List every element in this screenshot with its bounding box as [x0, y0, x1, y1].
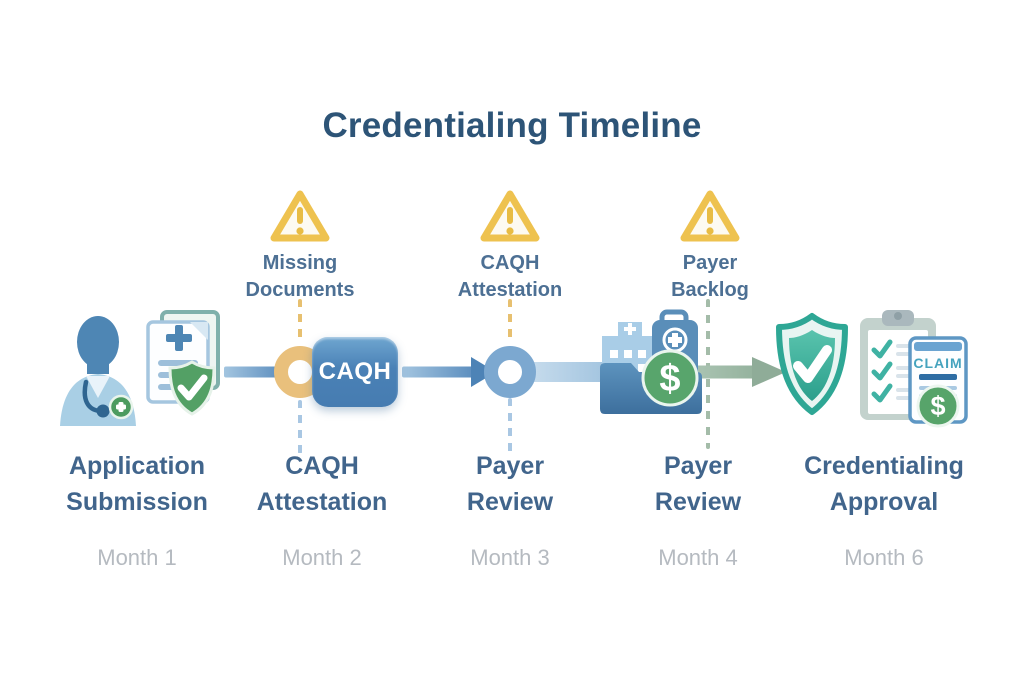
gold-dashed-connector: [298, 299, 302, 343]
stage-label: Credentialing Approval: [804, 452, 964, 516]
gold-dashed-connector: [508, 299, 512, 343]
month-label: Month 3: [470, 545, 550, 570]
stage-credentialing-approval: Credentialing Approval Month 6: [774, 448, 994, 571]
month-label: Month 4: [658, 545, 738, 570]
claim-label: CLAIM: [913, 355, 962, 371]
approval-shield-checklist-claim-icon: CLAIM $: [776, 310, 968, 428]
month-label: Month 6: [844, 545, 924, 570]
provider-application-documents-icon: [60, 310, 220, 426]
timeline-arrow: [402, 357, 496, 387]
stage-application-submission: Application Submission Month 1: [27, 448, 247, 571]
caqh-box-label: CAQH: [318, 358, 392, 385]
stage-label: CAQH Attestation: [256, 452, 388, 516]
caqh-box: CAQH: [312, 337, 398, 407]
payer-folder-hospital-dollar-icon: $: [600, 309, 702, 414]
timeline-bar: [522, 362, 614, 382]
stage-label: Payer Review: [654, 452, 742, 516]
warning-label: Missing Documents: [245, 252, 355, 301]
warning-triangle-icon: [680, 190, 740, 242]
month-label: Month 1: [97, 545, 177, 570]
dollar-sign: $: [930, 391, 945, 421]
stage-label: Application Submission: [66, 452, 208, 516]
warning-caqh-attestation: CAQH Attestation: [425, 188, 595, 304]
month-label: Month 2: [282, 545, 362, 570]
payer-review-milestone-ring: [484, 346, 536, 398]
warning-triangle-icon: [480, 190, 540, 242]
warning-label: Payer Backlog: [671, 252, 749, 301]
stage-payer-review-2: Payer Review Month 4: [588, 448, 808, 571]
page-title: Credentialing Timeline: [322, 106, 702, 145]
blue-dashed-connector: [298, 400, 302, 454]
blue-dashed-connector: [508, 398, 512, 454]
stage-payer-review-1: Payer Review Month 3: [400, 448, 620, 571]
warning-missing-documents: Missing Documents: [215, 188, 385, 304]
warning-label: CAQH Attestation: [457, 252, 563, 301]
warning-payer-backlog: Payer Backlog: [625, 188, 795, 304]
stage-caqh-attestation: CAQH Attestation Month 2: [212, 448, 432, 571]
warning-triangle-icon: [270, 190, 330, 242]
dollar-sign: $: [659, 358, 680, 400]
stage-label: Payer Review: [466, 452, 554, 516]
